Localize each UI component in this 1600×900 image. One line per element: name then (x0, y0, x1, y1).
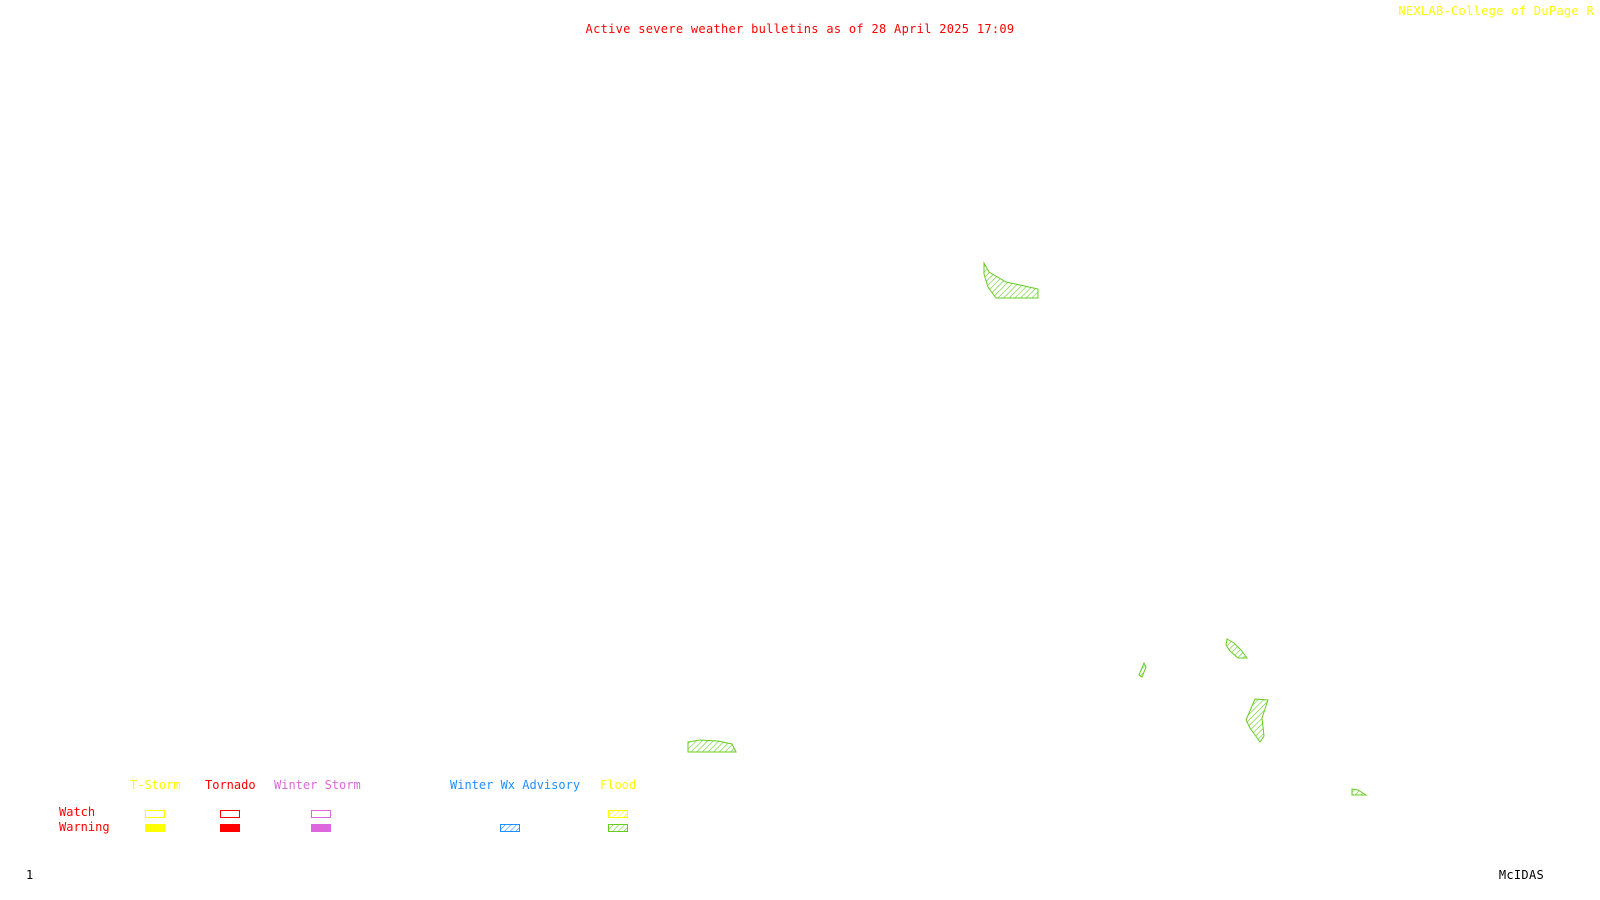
tstorm-warning-swatch (145, 824, 165, 832)
page-title: Active severe weather bulletins as of 28… (585, 22, 1015, 36)
legend-row-watch: Watch (59, 805, 96, 819)
frame-number: 1 (26, 868, 34, 882)
legend-label-tstorm: T-Storm (130, 778, 181, 792)
tornado-warning-swatch (220, 824, 240, 832)
credit-label: NEXLAB-College of DuPage R (1398, 4, 1594, 18)
winter-storm-watch-swatch (311, 810, 331, 818)
legend-row-warning: Warning (59, 820, 110, 834)
software-label: McIDAS (1498, 868, 1544, 882)
flood-warning-area (687, 739, 737, 753)
legend-label-tornado: Tornado (205, 778, 256, 792)
flood-warning-area (1245, 698, 1269, 743)
flood-warning-swatch (608, 824, 628, 832)
flood-warning-area (1225, 638, 1248, 659)
tstorm-watch-swatch (145, 810, 165, 818)
legend-label-winter-storm: Winter Storm (274, 778, 361, 792)
legend-label-flood: Flood (600, 778, 637, 792)
tornado-watch-swatch (220, 810, 240, 818)
flood-watch-swatch (608, 810, 628, 818)
flood-warning-area (1138, 661, 1147, 678)
winter-wx-advisory-swatch (500, 824, 520, 832)
legend-label-winter-wx-advisory: Winter Wx Advisory (450, 778, 581, 792)
flood-warning-area (983, 261, 1039, 299)
flood-warning-area (1351, 788, 1368, 796)
winter-storm-warning-swatch (311, 824, 331, 832)
